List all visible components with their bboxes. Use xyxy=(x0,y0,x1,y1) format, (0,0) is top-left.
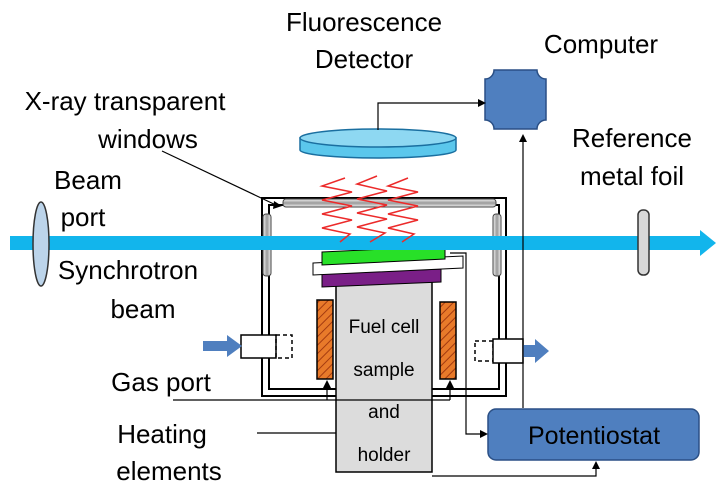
fluorescence-label-line1: Fluorescence xyxy=(286,7,442,37)
fluorescence-detector xyxy=(299,128,457,159)
fuel-cell-label-line1: Fuel cell xyxy=(349,317,420,338)
beam-port-label-line1: Beam xyxy=(54,165,122,195)
reference-label-line1: Reference xyxy=(572,123,692,153)
synchrotron-label-line2: beam xyxy=(110,294,175,324)
connections xyxy=(161,102,597,477)
arrowheads xyxy=(273,99,600,469)
reference-label-line2: metal foil xyxy=(580,161,684,191)
fluorescence-waves xyxy=(319,175,419,243)
heating-elements xyxy=(316,299,457,380)
fuel-cell-label-line4: holder xyxy=(358,445,411,466)
fluorescence-label-line2: Detector xyxy=(315,44,414,74)
heating-label-line2: elements xyxy=(116,456,222,486)
fuel-cell-sample xyxy=(312,245,464,288)
arrow-right-icon xyxy=(523,339,549,363)
xray-windows-label-line1: X-ray transparent xyxy=(25,86,227,116)
arrow-right-icon xyxy=(203,335,242,357)
gas-port-right xyxy=(474,338,549,364)
potentiostat-box xyxy=(487,408,700,461)
xray-windows-label-line2: windows xyxy=(97,124,198,154)
beam-port xyxy=(32,201,50,287)
synchrotron-beam xyxy=(10,230,716,256)
fuel-cell-holder xyxy=(335,281,433,473)
gas-port-left xyxy=(203,334,293,359)
fuel-cell-label-line2: sample xyxy=(353,360,414,381)
reference-metal-foil xyxy=(637,209,650,276)
synchrotron-label-line1: Synchrotron xyxy=(58,255,198,285)
fuel-cell-label-line3: and xyxy=(368,402,400,423)
heating-label-line1: Heating xyxy=(117,419,207,449)
computer-icon xyxy=(484,69,547,130)
potentiostat-label: Potentiostat xyxy=(528,422,660,450)
computer-label: Computer xyxy=(544,29,658,59)
gas-port-label: Gas port xyxy=(111,367,211,397)
beam-port-label-line2: port xyxy=(61,202,107,232)
